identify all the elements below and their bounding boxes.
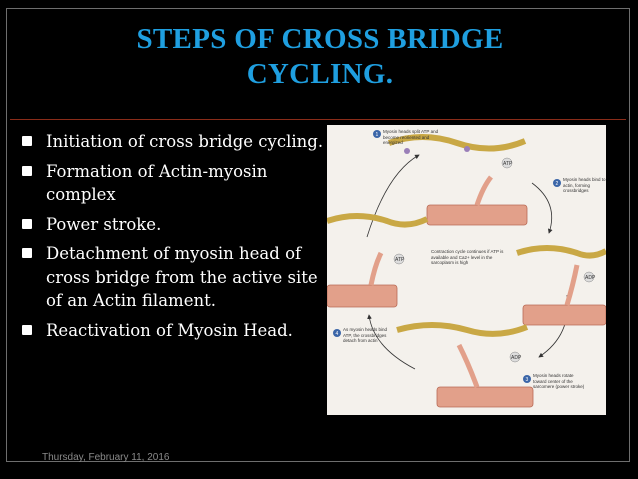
- thick-filament: [426, 204, 528, 226]
- panel-step-2: 2 Myosin heads bind to actin, forming cr…: [516, 177, 606, 326]
- slide-title: STEPS OF CROSS BRIDGE CYCLING.: [60, 22, 580, 92]
- bullet-square-icon: [22, 165, 32, 176]
- bullet-item: Initiation of cross bridge cycling.: [20, 130, 338, 154]
- atp-molecule: [501, 157, 513, 169]
- bullet-list: Initiation of cross bridge cycling. Form…: [20, 130, 338, 348]
- step-number: 1: [376, 132, 379, 138]
- myosin-head: [564, 264, 580, 306]
- title-line-2: CYCLING.: [246, 58, 394, 90]
- panel-step-1: 1 Myosin heads split ATP and become reor…: [373, 129, 528, 226]
- step-number: 3: [526, 377, 529, 383]
- bullet-text: Reactivation of Myosin Head.: [46, 320, 293, 340]
- actin-filament: [327, 213, 429, 228]
- step-1-caption: Myosin heads split ATP and become reorie…: [383, 129, 439, 145]
- step-3-caption: Myosin heads rotate toward center of the…: [533, 373, 585, 389]
- adp-molecule: [509, 351, 521, 363]
- actin-filament: [516, 245, 606, 259]
- cycle-arrow: [531, 182, 553, 234]
- step-number: 2: [556, 181, 559, 187]
- bullet-item: Detachment of myosin head of cross bridg…: [20, 242, 338, 313]
- bullet-square-icon: [22, 136, 32, 146]
- step-4-caption: As myosin heads bind ATP, the crossbridg…: [343, 327, 388, 343]
- step-number-badge: [373, 130, 381, 138]
- step-number-badge: [523, 375, 531, 383]
- cycle-arrow: [367, 314, 416, 370]
- slide-frame: [6, 8, 630, 462]
- myosin-head: [368, 251, 384, 286]
- atp-label: ATP: [503, 161, 513, 167]
- thick-filament: [327, 284, 398, 308]
- troponin-blob: [464, 146, 470, 152]
- bullet-text: Detachment of myosin head of cross bridg…: [46, 244, 318, 310]
- title-line-1: STEPS OF CROSS BRIDGE: [136, 23, 504, 55]
- bullet-square-icon: [22, 218, 32, 229]
- title-divider: [10, 119, 626, 120]
- cycle-arrow: [366, 154, 420, 238]
- footer-date: Thursday, February 11, 2016: [42, 452, 170, 463]
- adp-label: ADP: [511, 355, 522, 361]
- bullet-text: Formation of Actin-myosin complex: [46, 161, 268, 205]
- adp-molecule: [583, 271, 595, 283]
- actin-filament: [387, 134, 527, 152]
- step-number: 4: [336, 331, 339, 337]
- bullet-square-icon: [22, 324, 32, 335]
- bullet-item: Reactivation of Myosin Head.: [20, 319, 338, 343]
- adp-label: ADP: [585, 275, 596, 281]
- atp-label: ATP: [395, 257, 405, 263]
- bullet-text: Power stroke.: [46, 214, 162, 234]
- bullet-text: Initiation of cross bridge cycling.: [46, 132, 324, 151]
- panel-step-3: 3 Myosin heads rotate toward center of t…: [396, 322, 585, 408]
- panel-step-4: 4 As myosin heads bind ATP, the crossbri…: [327, 213, 429, 343]
- cross-bridge-cycle-figure: 1 Myosin heads split ATP and become reor…: [327, 125, 606, 415]
- bullet-square-icon: [22, 248, 32, 258]
- myosin-head: [456, 343, 480, 388]
- cycle-arrow: [538, 294, 569, 358]
- step-number-badge: [553, 179, 561, 187]
- troponin-blob: [404, 148, 410, 154]
- thick-filament: [522, 304, 606, 326]
- step-number-badge: [333, 329, 341, 337]
- atp-molecule: [393, 253, 405, 265]
- cycle-diagram: 1 Myosin heads split ATP and become reor…: [327, 129, 606, 408]
- myosin-head: [474, 175, 493, 206]
- step-2-caption: Myosin heads bind to actin, forming cros…: [563, 177, 606, 193]
- bullet-item: Formation of Actin-myosin complex: [20, 160, 338, 207]
- bullet-item: Power stroke.: [20, 213, 338, 237]
- actin-filament: [396, 322, 529, 337]
- thick-filament: [436, 386, 534, 408]
- center-caption: Contraction cycle continues if ATP is av…: [431, 249, 504, 265]
